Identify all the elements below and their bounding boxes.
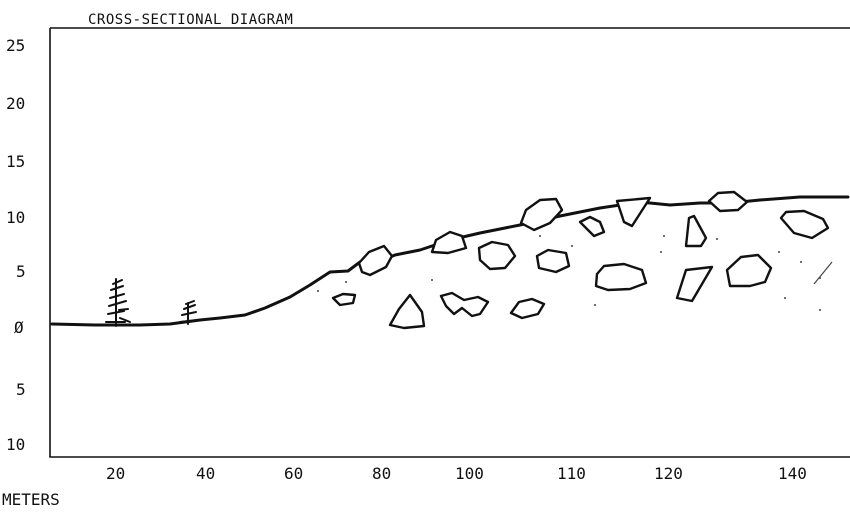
x-tick-label: 60 bbox=[284, 464, 303, 483]
y-tick-label: 5 bbox=[16, 380, 26, 399]
boulder bbox=[594, 262, 648, 292]
boulder bbox=[779, 209, 830, 240]
speck bbox=[431, 279, 433, 281]
boulder bbox=[509, 297, 546, 320]
boulder bbox=[684, 214, 708, 248]
speck bbox=[784, 297, 786, 299]
speck bbox=[539, 235, 541, 237]
plot-frame bbox=[49, 27, 850, 458]
speck bbox=[778, 251, 780, 253]
y-tick-label: 10 bbox=[6, 208, 25, 227]
x-tick-label: 20 bbox=[106, 464, 125, 483]
x-tick-label: 100 bbox=[455, 464, 484, 483]
x-axis-label: METERS bbox=[2, 490, 60, 509]
boulder bbox=[477, 240, 517, 271]
boulder bbox=[388, 293, 426, 330]
y-tick-label: 25 bbox=[6, 36, 25, 55]
small-tree-icon bbox=[179, 300, 199, 325]
x-tick-label: 120 bbox=[654, 464, 683, 483]
speck bbox=[716, 238, 718, 240]
x-tick-label: 140 bbox=[778, 464, 807, 483]
boulder bbox=[519, 197, 564, 232]
diagram-title: CROSS-SECTIONAL DIAGRAM bbox=[88, 12, 293, 28]
x-tick-label: 110 bbox=[557, 464, 586, 483]
y-tick-label: 20 bbox=[6, 94, 25, 113]
speck bbox=[819, 309, 821, 311]
boulders bbox=[331, 190, 830, 330]
x-tick-labels: 20 40 60 80 100 110 120 140 bbox=[106, 464, 807, 483]
y-tick-label: 15 bbox=[6, 152, 25, 171]
speck bbox=[317, 290, 319, 292]
boulder bbox=[439, 291, 490, 318]
boulder bbox=[725, 253, 773, 288]
speck bbox=[345, 281, 347, 283]
speck bbox=[571, 245, 573, 247]
speck bbox=[663, 235, 665, 237]
y-tick-labels: 25 20 15 10 5 Ø 5 10 bbox=[6, 36, 26, 454]
speck bbox=[660, 251, 662, 253]
y-tick-label: Ø bbox=[14, 318, 24, 337]
boulder bbox=[707, 190, 749, 213]
speck bbox=[800, 261, 802, 263]
boulder bbox=[578, 215, 606, 238]
speck bbox=[594, 304, 596, 306]
boulder bbox=[331, 292, 357, 307]
y-tick-label: 5 bbox=[16, 262, 26, 281]
x-tick-label: 80 bbox=[372, 464, 391, 483]
boulder bbox=[535, 248, 571, 274]
boulder bbox=[357, 244, 394, 277]
x-tick-label: 40 bbox=[196, 464, 215, 483]
tree-icon bbox=[105, 278, 131, 327]
boulder bbox=[430, 230, 468, 255]
boulder bbox=[615, 196, 652, 228]
boulder bbox=[675, 265, 714, 303]
soil-speckles bbox=[317, 235, 833, 311]
y-tick-label: 10 bbox=[6, 435, 25, 454]
speck bbox=[813, 261, 833, 285]
